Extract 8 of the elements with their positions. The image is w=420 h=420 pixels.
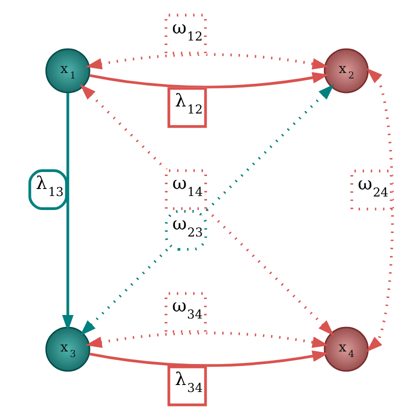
edge-label: λ$_{13}$ — [35, 174, 64, 199]
edge-label: λ$_{34}$ — [174, 370, 202, 396]
edge-label: ω$_{14}$ — [172, 174, 202, 199]
edge-label: ω$_{24}$ — [357, 174, 388, 200]
edge-label: ω$_{12}$ — [172, 18, 202, 44]
edge-label: ω$_{34}$ — [172, 296, 202, 322]
edge-label: λ$_{12}$ — [174, 92, 202, 117]
edge-label: ω$_{23}$ — [172, 214, 202, 240]
